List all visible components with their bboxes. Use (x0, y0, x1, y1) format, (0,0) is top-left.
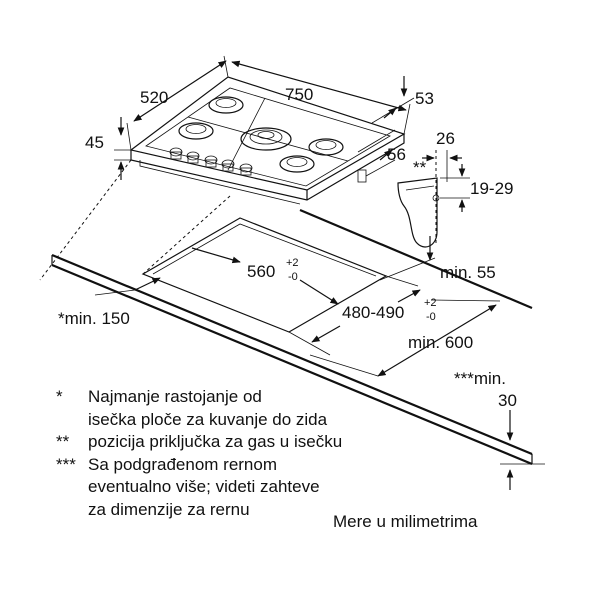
label-min-55: min. 55 (440, 263, 496, 282)
label-26: 26 (436, 129, 455, 148)
footnote-3-mark: *** (56, 454, 76, 474)
footnote-2: ** pozicija priključka za gas u isečku (56, 431, 476, 454)
burner-rear-right (308, 138, 344, 156)
countertop (51, 208, 533, 466)
label-480-490: 480-490 (342, 303, 404, 322)
label-19-29: 19-29 (470, 179, 513, 198)
gas-connector (357, 169, 367, 183)
hob-illustration (129, 76, 406, 205)
footnote-3: *** Sa podgrađenom rernom eventualno viš… (56, 454, 476, 522)
label-gas-mark: ** (413, 158, 427, 177)
footnote-2-mark: ** (56, 432, 70, 452)
control-knobs (169, 147, 253, 176)
label-min-30-line1: ***min. (454, 369, 506, 388)
label-min-30-line2: 30 (498, 391, 517, 410)
burner-front-left (178, 122, 214, 140)
label-45: 45 (85, 133, 104, 152)
label-560-tol-plus: +2 (286, 257, 299, 269)
label-min-600: min. 600 (408, 333, 473, 352)
footnote-1-mark: * (56, 387, 63, 406)
label-53: 53 (415, 89, 434, 108)
burner-rear-left (208, 96, 244, 114)
label-750: 750 (285, 85, 313, 104)
label-520: 520 (140, 88, 168, 107)
burner-front-right (279, 155, 315, 173)
label-56: 56 (387, 145, 406, 164)
footnote-1: * Najmanje rastojanje od isečka ploče za… (56, 386, 476, 431)
gas-connection-detail (397, 150, 470, 248)
footnote-1-text: Najmanje rastojanje od isečka ploče za k… (88, 387, 328, 429)
footnote-2-text: pozicija priključka za gas u isečku (88, 432, 343, 452)
label-560-tol-minus: -0 (288, 271, 298, 283)
label-min-150: *min. 150 (58, 309, 130, 328)
units-note: Mere u milimetrima (333, 512, 478, 531)
dimension-lines-cutout (94, 236, 545, 490)
dimension-lines-hob (114, 55, 415, 180)
footnotes: * Najmanje rastojanje od isečka ploče za… (56, 386, 476, 522)
label-560: 560 (247, 262, 275, 281)
footnote-3-text: Sa podgrađenom rernom eventualno više; v… (88, 454, 320, 519)
cutout (39, 159, 388, 333)
burner-center-wok (240, 127, 292, 151)
label-480-490-tol-plus: +2 (424, 297, 437, 309)
label-480-490-tol-minus: -0 (426, 311, 436, 323)
